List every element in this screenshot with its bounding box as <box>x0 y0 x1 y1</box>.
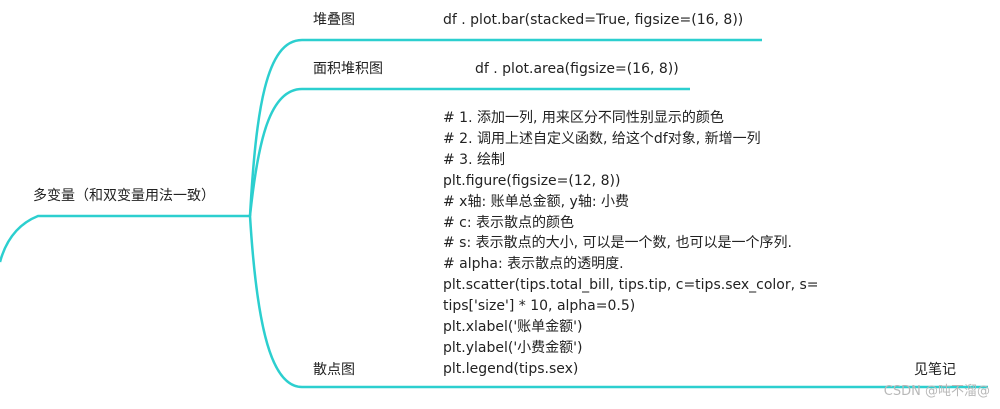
scatter-code-block: # 1. 添加一列, 用来区分不同性别显示的颜色 # 2. 调用上述自定义函数,… <box>443 108 819 380</box>
code-line: plt.figure(figsize=(12, 8)) <box>443 172 621 189</box>
code-line: # 3. 绘制 <box>443 151 505 168</box>
code-line: plt.xlabel('账单金额') <box>443 319 583 336</box>
code-line: plt.scatter(tips.total_bill, tips.tip, c… <box>443 277 819 294</box>
code-line: # alpha: 表示散点的透明度. <box>443 256 624 273</box>
branch-stacked-detail: df . plot.bar(stacked=True, figsize=(16,… <box>443 12 744 28</box>
branch-scatter-note: 见笔记 <box>914 362 956 378</box>
code-line: # x轴: 账单总金额, y轴: 小费 <box>443 193 629 210</box>
branch-area-detail: df . plot.area(figsize=(16, 8)) <box>475 61 679 77</box>
code-line: # 1. 添加一列, 用来区分不同性别显示的颜色 <box>443 110 724 126</box>
connector-branch-area <box>248 87 690 217</box>
code-line: # c: 表示散点的颜色 <box>443 214 575 231</box>
connector-root-stem <box>0 214 250 263</box>
watermark: CSDN @吨不溜@ <box>883 384 990 399</box>
code-line: # s: 表示散点的大小, 可以是一个数, 也可以是一个序列. <box>443 235 792 252</box>
branch-area-label: 面积堆积图 <box>313 61 383 77</box>
branch-scatter-label: 散点图 <box>313 362 355 378</box>
code-line: plt.legend(tips.sex) <box>443 360 579 377</box>
connector-branch-scatter <box>248 215 988 389</box>
root-node-label: 多变量（和双变量用法一致） <box>33 188 215 204</box>
code-line: # 2. 调用上述自定义函数, 给这个df对象, 新增一列 <box>443 130 761 147</box>
connector-branch-stacked <box>248 38 762 217</box>
code-line: tips['size'] * 10, alpha=0.5) <box>443 298 636 315</box>
code-line: plt.ylabel('小费金额') <box>443 339 583 356</box>
branch-stacked-label: 堆叠图 <box>313 12 355 28</box>
